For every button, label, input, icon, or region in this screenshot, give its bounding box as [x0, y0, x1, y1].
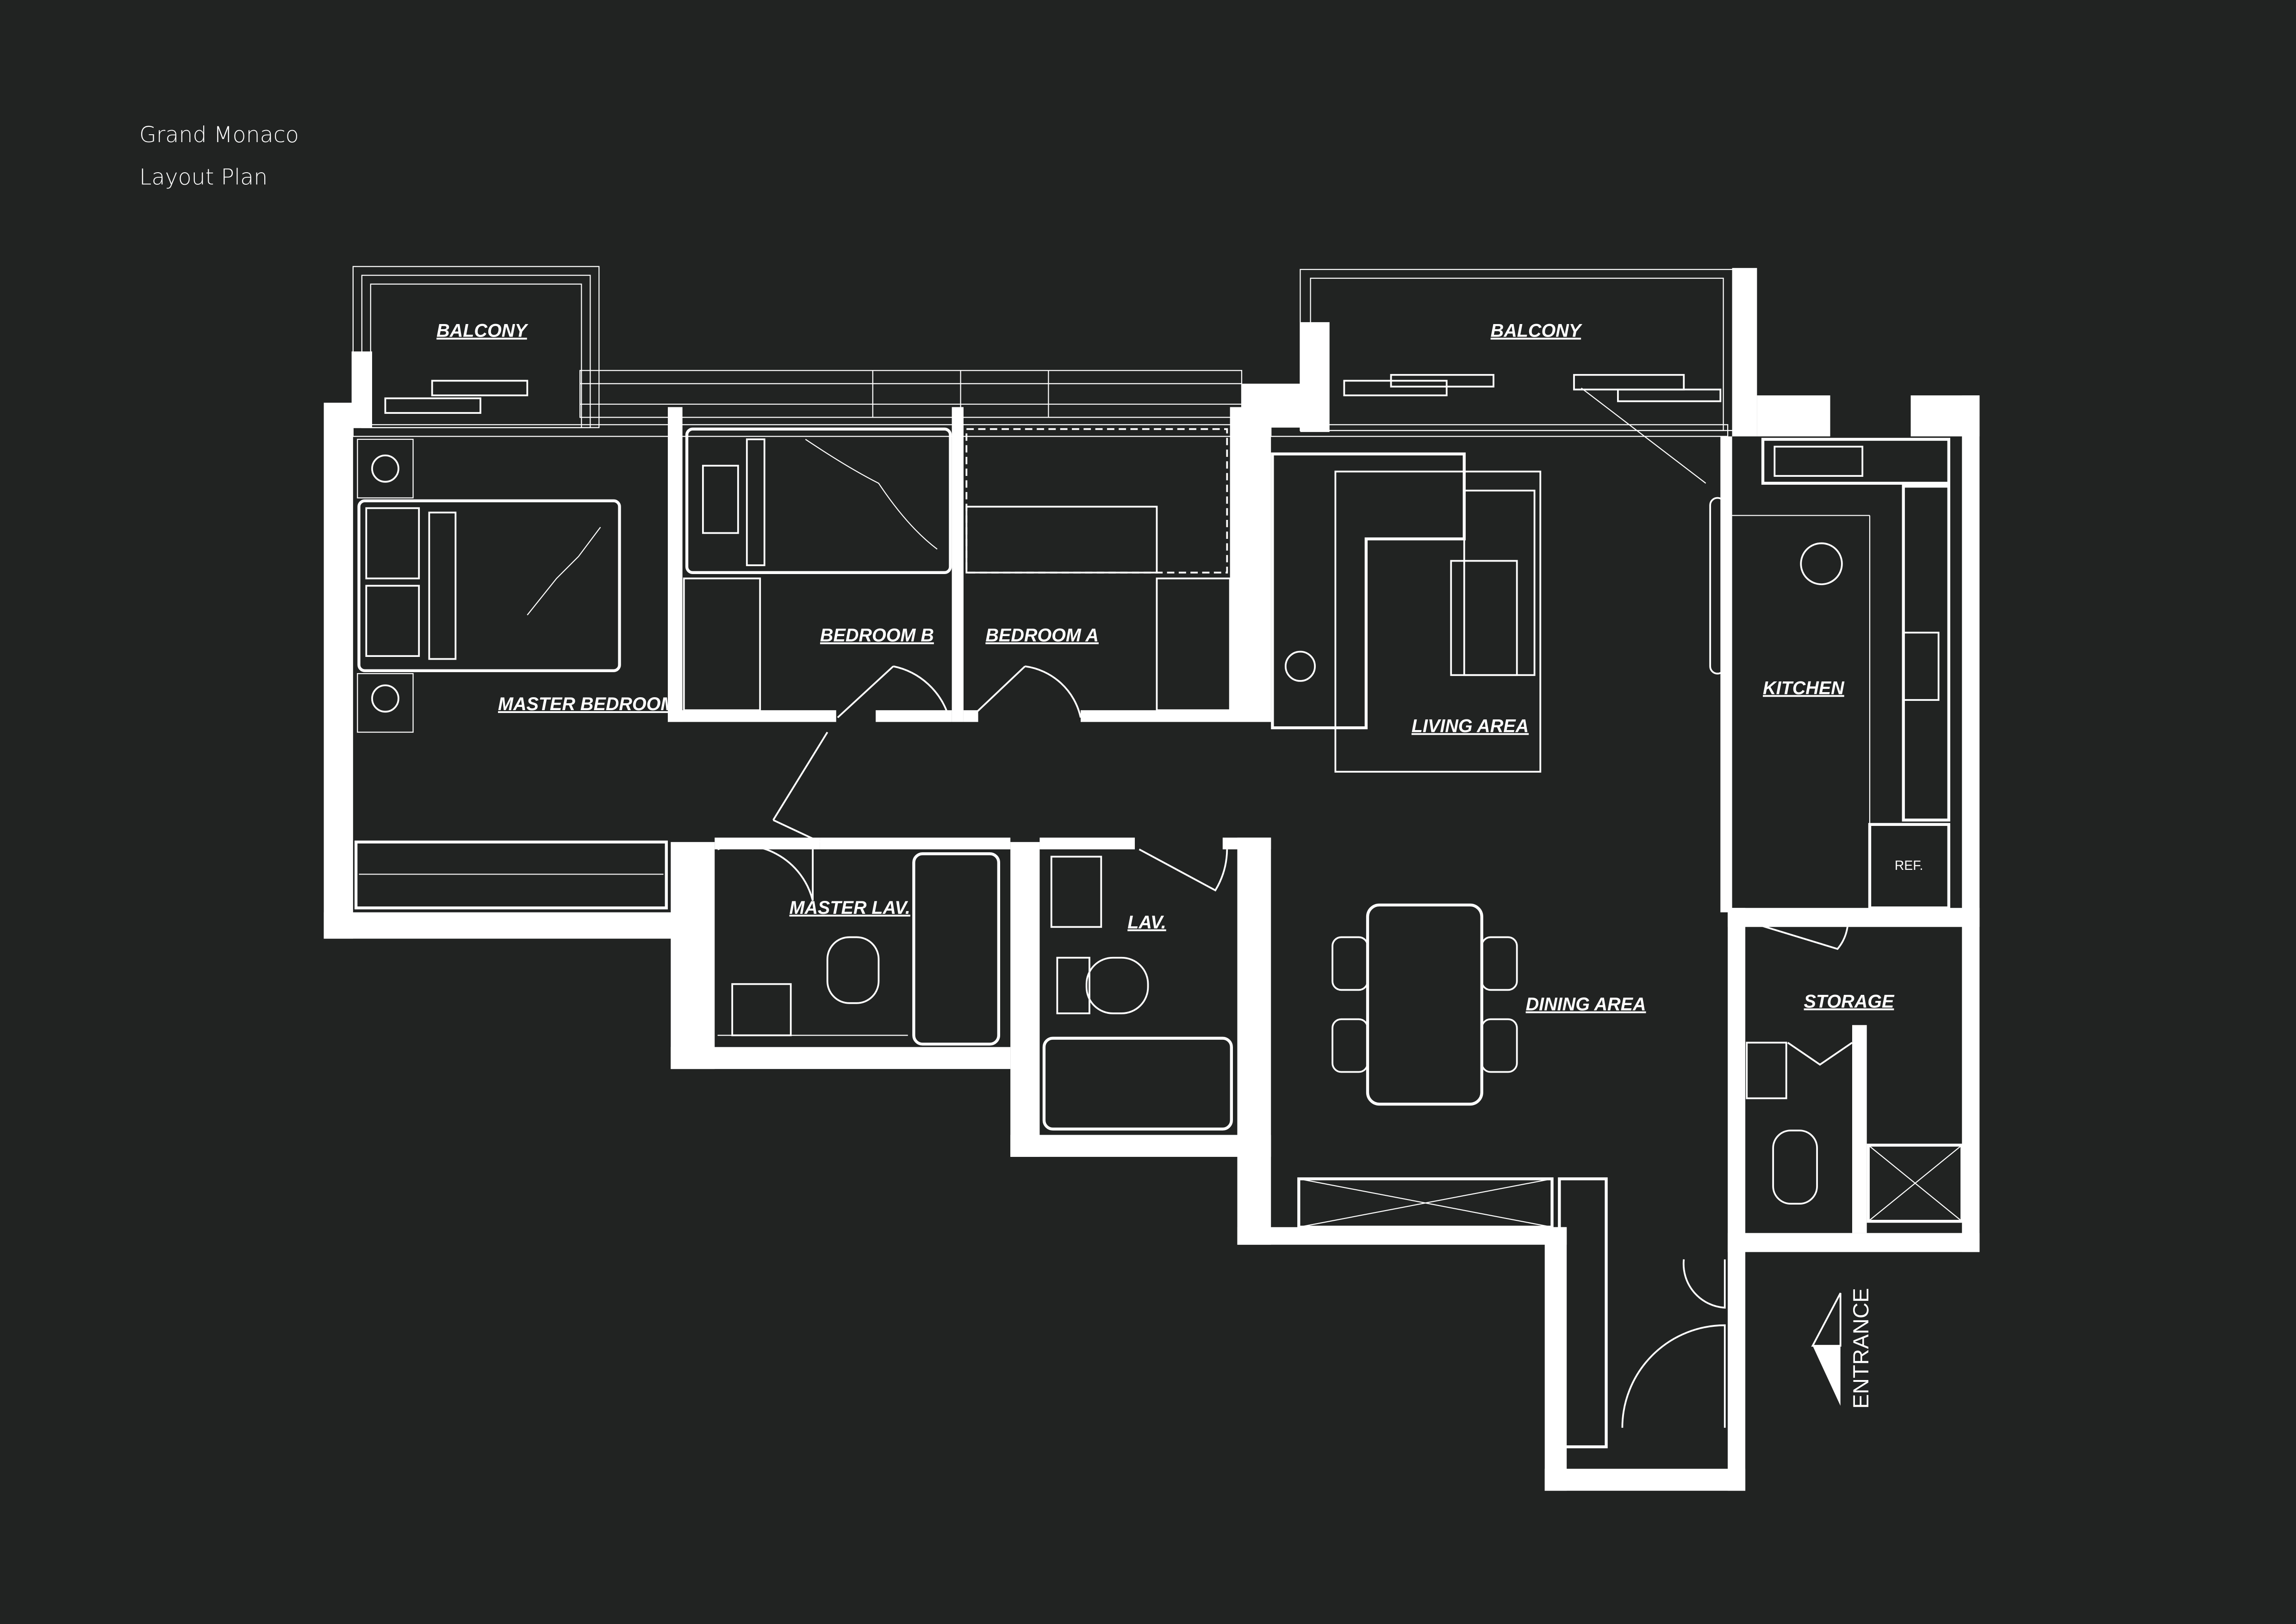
plan-subtitle: Layout Plan	[139, 165, 268, 190]
storage-label: STORAGE	[1804, 991, 1895, 1012]
master-bed	[357, 438, 621, 733]
kitchen-counters	[1709, 437, 1950, 910]
window-rail-bedrooms	[579, 370, 1243, 418]
entrance-label: ENTRANCE	[1849, 1288, 1873, 1409]
entrance-arrow-icon	[1811, 1293, 1842, 1406]
living-area-label: LIVING AREA	[1412, 716, 1529, 737]
master-lav-fixtures	[717, 844, 1001, 1046]
master-wardrobe	[355, 840, 668, 910]
kitchen-label: KITCHEN	[1763, 678, 1845, 698]
bedroom-a-desk	[965, 428, 1231, 712]
balcony-left-label: BALCONY	[436, 321, 529, 341]
bedroom-b-bed	[683, 427, 952, 712]
lav-fixtures	[1042, 848, 1233, 1131]
bedroom-a-label: BEDROOM A	[985, 625, 1099, 645]
storage-fixtures	[1746, 917, 1964, 1223]
entrance-cabinets	[1297, 1177, 1726, 1449]
bedroom-doors	[772, 665, 1082, 843]
dining-table	[1332, 903, 1518, 1106]
master-bedroom-label: MASTER BEDROOM	[498, 694, 676, 714]
walls	[324, 268, 1980, 1491]
dining-area-label: DINING AREA	[1526, 994, 1646, 1015]
ref-label: REF.	[1895, 858, 1923, 873]
balcony-right-label: BALCONY	[1491, 321, 1583, 341]
project-title: Grand Monaco	[139, 122, 299, 148]
bedroom-b-label: BEDROOM B	[820, 625, 934, 645]
lav-label: LAV.	[1127, 912, 1166, 932]
living-sofa	[1271, 452, 1542, 773]
master-lav-label: MASTER LAV.	[790, 898, 910, 918]
